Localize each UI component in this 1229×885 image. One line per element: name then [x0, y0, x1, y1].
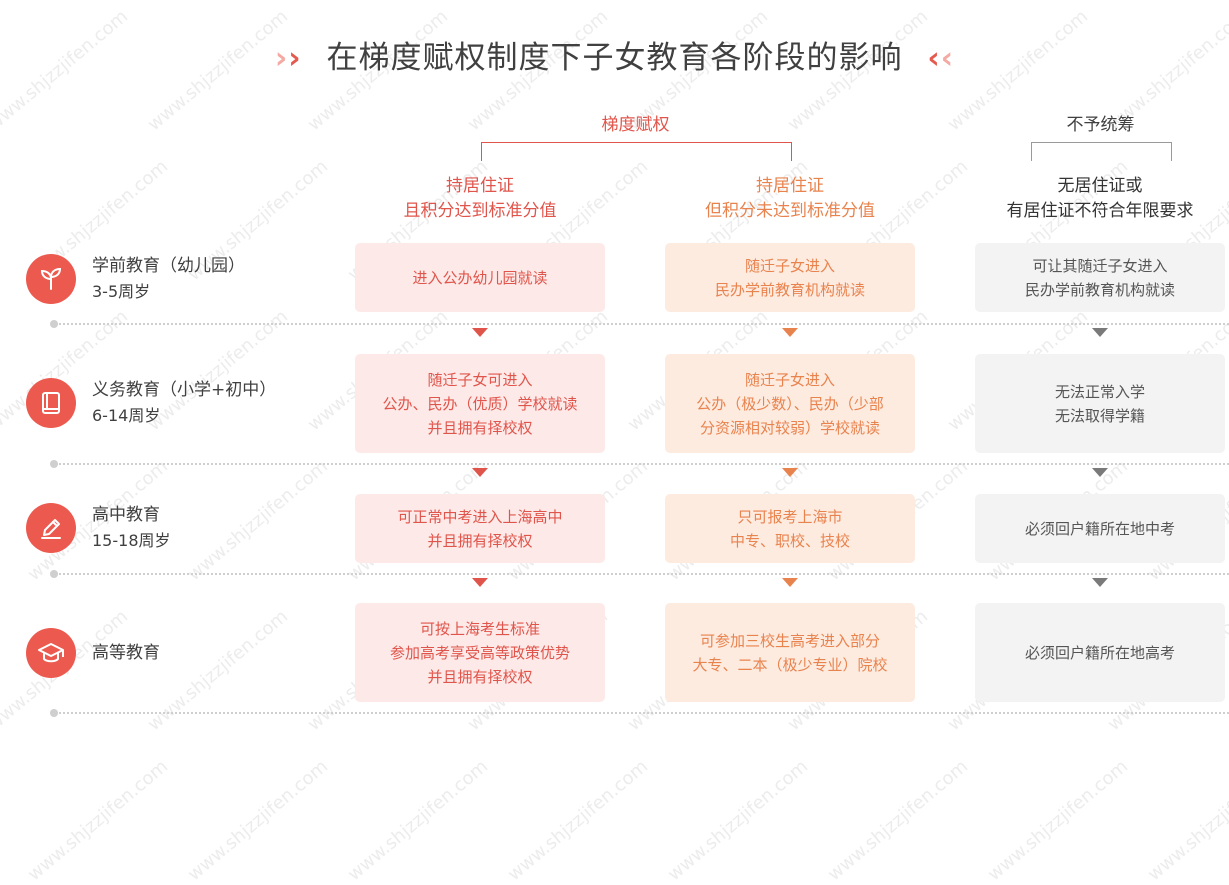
- arrow-down-icon: [782, 468, 798, 477]
- column-header-2: 持居住证 但积分未达到标准分值: [705, 176, 875, 221]
- watermark-text: www.shjzzjifen.com: [23, 755, 173, 885]
- separator-dot: [50, 320, 58, 328]
- group-label-none: 不予统筹: [1066, 115, 1135, 135]
- book-icon: [26, 378, 76, 428]
- cell-preschool-qualified: 进入公办幼儿园就读: [355, 243, 605, 312]
- cell-university-none: 必须回户籍所在地高考: [975, 603, 1225, 702]
- cell-university-unqualified: 可参加三校生高考进入部分大专、二本（极少专业）院校: [665, 603, 915, 702]
- arrow-down-icon: [1092, 468, 1108, 477]
- cell-compulsory-qualified: 随迁子女可进入公办、民办（优质）学校就读并且拥有择校权: [355, 354, 605, 453]
- chevron-right-icon: ›: [274, 41, 289, 76]
- arrow-down-icon: [1092, 328, 1108, 337]
- row-separator: [56, 573, 1229, 575]
- arrow-down-icon: [782, 578, 798, 587]
- sprout-icon: [26, 254, 76, 304]
- cell-highschool-none: 必须回户籍所在地中考: [975, 494, 1225, 563]
- chevron-left-icon: ‹: [927, 41, 941, 76]
- group-label-gradient: 梯度赋权: [601, 115, 670, 135]
- page-title-row: ›› 在梯度赋权制度下子女教育各阶段的影响 ‹‹: [0, 32, 1229, 77]
- column-header-1: 持居住证 且积分达到标准分值: [403, 176, 557, 221]
- graduation-cap-icon: [26, 628, 76, 678]
- arrow-down-icon: [472, 468, 488, 477]
- row-separator: [56, 712, 1229, 714]
- watermark-text: www.shjzzjifen.com: [983, 755, 1133, 885]
- row-separator: [56, 323, 1229, 325]
- stage-label: 高等教育: [92, 643, 160, 663]
- arrow-down-icon: [1092, 578, 1108, 587]
- stage-label: 义务教育（小学+初中） 6-14周岁: [92, 380, 277, 425]
- watermark-text: www.shjzzjifen.com: [823, 755, 973, 885]
- row-separator: [56, 463, 1229, 465]
- watermark-text: www.shjzzjifen.com: [663, 755, 813, 885]
- cell-compulsory-none: 无法正常入学无法取得学籍: [975, 354, 1225, 453]
- watermark-text: www.shjzzjifen.com: [503, 755, 653, 885]
- cell-highschool-unqualified: 只可报考上海市中专、职校、技校: [665, 494, 915, 563]
- cell-preschool-unqualified: 随迁子女进入民办学前教育机构就读: [665, 243, 915, 312]
- separator-dot: [50, 709, 58, 717]
- group-bracket-none: [1031, 142, 1172, 161]
- separator-dot: [50, 460, 58, 468]
- watermark-text: www.shjzzjifen.com: [343, 755, 493, 885]
- arrow-down-icon: [782, 328, 798, 337]
- pencil-icon: [26, 503, 76, 553]
- chevron-right-icon: ›: [288, 41, 302, 76]
- arrow-down-icon: [472, 578, 488, 587]
- column-header-3: 无居住证或 有居住证不符合年限要求: [1006, 176, 1194, 221]
- stage-label: 学前教育（幼儿园） 3-5周岁: [92, 256, 245, 301]
- watermark-text: www.shjzzjifen.com: [183, 455, 333, 586]
- arrow-down-icon: [472, 328, 488, 337]
- cell-compulsory-unqualified: 随迁子女进入公办（极少数）、民办（少部分资源相对较弱）学校就读: [665, 354, 915, 453]
- stage-label: 高中教育 15-18周岁: [92, 505, 171, 550]
- cell-university-qualified: 可按上海考生标准参加高考享受高等政策优势并且拥有择校权: [355, 603, 605, 702]
- watermark-text: www.shjzzjifen.com: [143, 605, 293, 736]
- group-bracket-gradient: [481, 142, 792, 161]
- cell-highschool-qualified: 可正常中考进入上海高中并且拥有择校权: [355, 494, 605, 563]
- watermark-text: www.shjzzjifen.com: [183, 755, 333, 885]
- cell-preschool-none: 可让其随迁子女进入民办学前教育机构就读: [975, 243, 1225, 312]
- page-title: 在梯度赋权制度下子女教育各阶段的影响: [326, 40, 903, 76]
- separator-dot: [50, 570, 58, 578]
- watermark-text: www.shjzzjifen.com: [1143, 755, 1229, 885]
- chevron-left-icon: ‹: [940, 41, 955, 76]
